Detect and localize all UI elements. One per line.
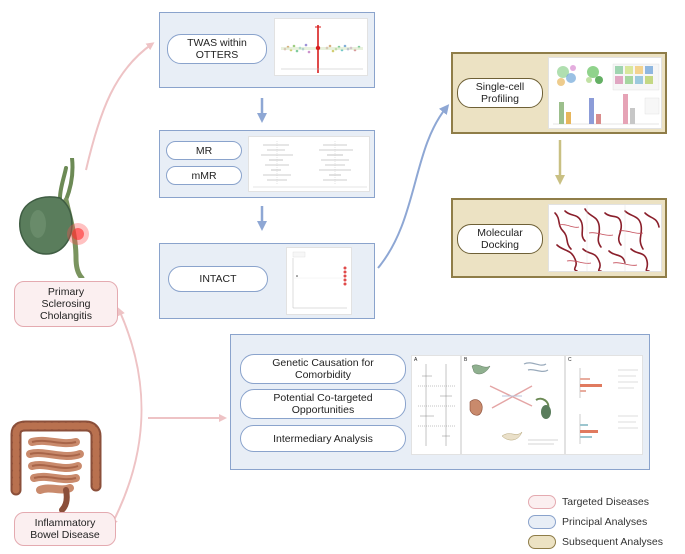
arrow-psc-ibd: [110, 307, 143, 527]
comorbidity-panel-b-thumbnail: B: [461, 355, 565, 455]
gallbladder-icon: [19, 158, 89, 278]
intact-label: INTACT: [199, 273, 237, 285]
legend-label-principal: Principal Analyses: [562, 516, 648, 528]
legend-label-targeted: Targeted Diseases: [562, 496, 649, 508]
comorbidity-panel-a-thumbnail: A: [411, 355, 461, 455]
disease-ibd: Inflammatory Bowel Disease: [14, 512, 116, 546]
legend-label-subsequent: Subsequent Analyses: [562, 536, 663, 548]
analysis-genetic-causation: Genetic Causation for Comorbidity: [240, 354, 406, 384]
genetic-causation-line1: Genetic Causation for: [272, 357, 374, 369]
mmr-label: mMR: [191, 169, 217, 182]
genetic-causation-line2: Comorbidity: [294, 369, 352, 381]
docking-line2: Docking: [481, 239, 519, 251]
analysis-single-cell: Single-cell Profiling: [457, 78, 543, 108]
forest-plot-thumbnail: [248, 136, 370, 192]
analysis-twas: TWAS within OTTERS: [167, 34, 267, 64]
legend-swatch-targeted: [528, 495, 556, 509]
analysis-mr: MR: [166, 141, 242, 160]
ibd-line1: Inflammatory: [34, 517, 96, 529]
twas-line2: OTTERS: [195, 49, 239, 61]
intermediary-label: Intermediary Analysis: [273, 432, 373, 445]
mr-label: MR: [195, 144, 213, 157]
comorbidity-panel-c-thumbnail: C: [565, 355, 643, 455]
analysis-mmr: mMR: [166, 166, 242, 185]
analysis-docking: Molecular Docking: [457, 224, 543, 254]
single-cell-thumbnail: [548, 57, 662, 129]
legend-swatch-subsequent: [528, 535, 556, 549]
manhattan-plot-thumbnail: [274, 18, 368, 76]
co-targeted-line1: Potential Co-targeted: [273, 392, 373, 404]
docking-line1: Molecular: [477, 227, 523, 239]
psc-line3: Cholangitis: [40, 310, 92, 322]
analysis-intermediary: Intermediary Analysis: [240, 425, 406, 452]
panel-a-letter: A: [414, 357, 418, 363]
panel-c-letter: C: [568, 357, 572, 363]
intact-plot-thumbnail: [286, 247, 352, 315]
analysis-co-targeted: Potential Co-targeted Opportunities: [240, 389, 406, 419]
docking-thumbnail: [548, 204, 662, 272]
legend-swatch-principal: [528, 515, 556, 529]
disease-psc: Primary Sclerosing Cholangitis: [14, 281, 118, 327]
single-cell-line2: Profiling: [481, 93, 519, 105]
single-cell-line1: Single-cell: [475, 81, 525, 93]
analysis-intact: INTACT: [168, 266, 268, 292]
ibd-line2: Bowel Disease: [30, 529, 100, 541]
intestine-icon: [10, 420, 102, 512]
co-targeted-line2: Opportunities: [291, 404, 355, 416]
arrow-intact-to-singlecell: [377, 104, 450, 269]
psc-line2: Sclerosing: [41, 298, 91, 310]
psc-line1: Primary: [47, 286, 85, 298]
twas-line1: TWAS within: [187, 37, 247, 49]
arrow-psc-to-twas: [85, 42, 155, 171]
panel-b-letter: B: [464, 357, 468, 363]
